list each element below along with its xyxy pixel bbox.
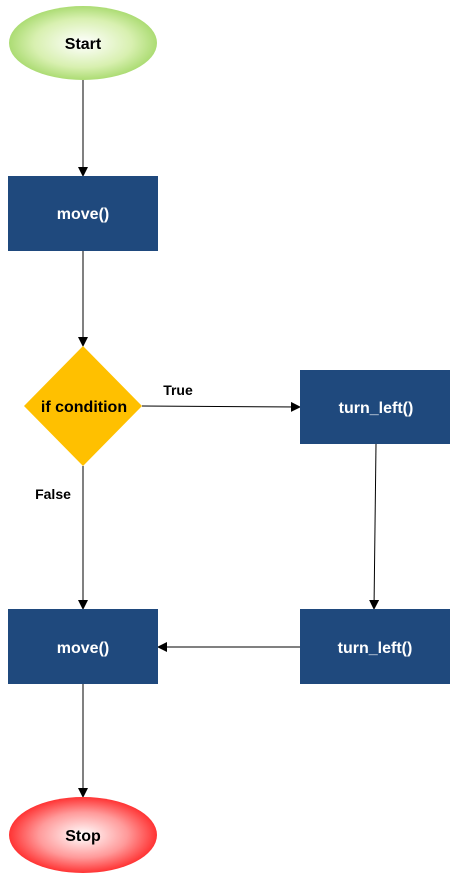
move-process-label: move() bbox=[57, 206, 109, 223]
move-process-node[interactable]: move() bbox=[8, 176, 158, 251]
start-node[interactable]: Start bbox=[9, 6, 157, 80]
turn-left-bottom-label: turn_left() bbox=[338, 640, 413, 657]
stop-shape bbox=[9, 797, 157, 873]
connectors bbox=[78, 80, 380, 798]
move-process-shape bbox=[8, 176, 158, 251]
stop-label: Stop bbox=[65, 828, 101, 845]
condition-label: if condition bbox=[41, 399, 127, 416]
connector-true-branch bbox=[141, 401, 301, 412]
condition-diamond-shape bbox=[24, 346, 142, 466]
connector-turn-left-to-turn-left bbox=[369, 443, 380, 610]
turn-left-process-node-bottom[interactable]: turn_left() bbox=[300, 609, 450, 684]
start-label: Start bbox=[65, 36, 102, 53]
condition-decision-node[interactable]: if condition bbox=[24, 346, 142, 466]
turn-left-process-node-top[interactable]: turn_left() bbox=[300, 370, 450, 444]
turn-left-top-shape bbox=[300, 370, 450, 444]
move-bottom-shape bbox=[8, 609, 158, 684]
stop-node[interactable]: Stop bbox=[9, 797, 157, 873]
turn-left-bottom-shape bbox=[300, 609, 450, 684]
start-shape bbox=[9, 6, 157, 80]
turn-left-top-label: turn_left() bbox=[339, 400, 414, 417]
false-branch-label: False bbox=[35, 486, 71, 502]
move-process-node-bottom[interactable]: move() bbox=[8, 609, 158, 684]
true-branch-label: True bbox=[163, 382, 193, 398]
move-bottom-label: move() bbox=[57, 640, 109, 657]
